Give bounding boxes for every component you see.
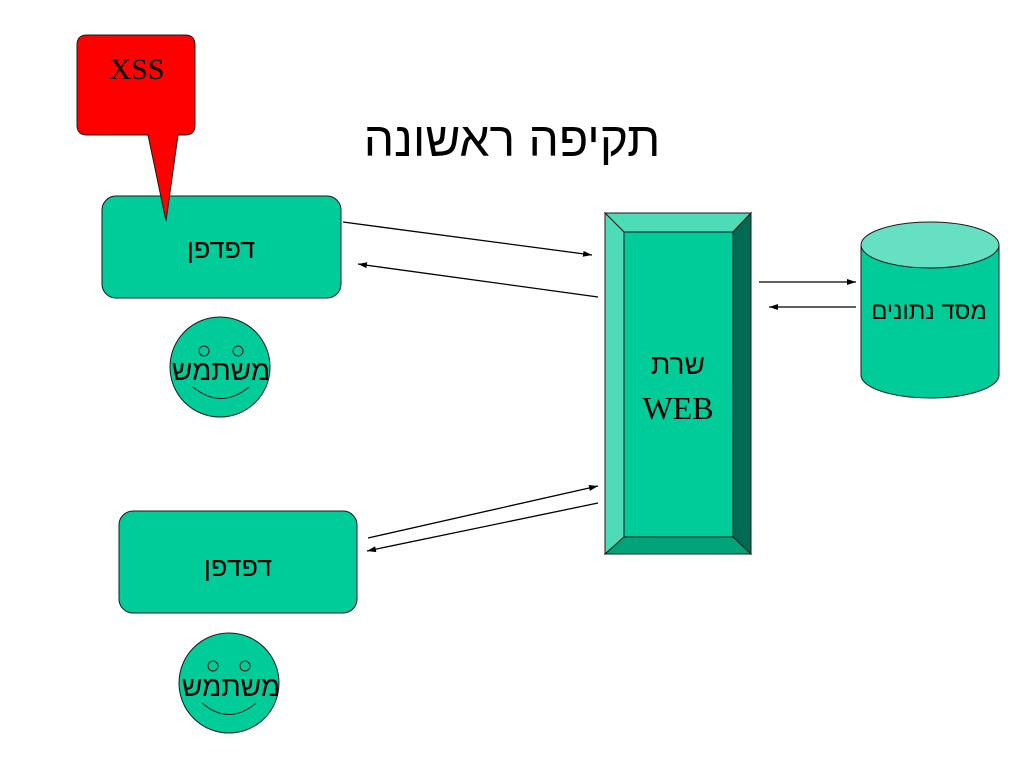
xss-callout-label: XSS <box>109 53 164 86</box>
smiley-left-eye <box>207 660 219 672</box>
browser-box-1-shape <box>101 195 342 299</box>
web-server-label-line2: WEB <box>642 390 713 426</box>
web-server: שרת WEB <box>603 211 753 556</box>
database-label: מסד נתונים <box>871 298 987 325</box>
browser-box-1-label: דפדפן <box>187 234 255 264</box>
user-1: משתמש <box>169 316 271 418</box>
arrow-browser1-to-server <box>342 221 593 257</box>
database-cylinder-icon <box>860 221 1000 399</box>
smiley-mouth <box>192 386 250 399</box>
slide-title: תקיפה ראשונה <box>364 114 660 167</box>
smiley-right-eye <box>239 660 251 672</box>
arrow-server-to-browser2 <box>366 502 599 553</box>
smiley-left-eye <box>198 345 210 357</box>
web-server-bevel-right <box>732 211 752 556</box>
web-server-label-line1: שרת <box>651 349 705 380</box>
xss-callout-shape <box>76 34 196 222</box>
user-2: משתמש <box>178 632 280 734</box>
web-server-face <box>623 231 734 538</box>
browser-box-2-label: דפדפן <box>204 552 272 582</box>
smiley-face-icon <box>169 316 271 418</box>
browser-box-2-shape <box>118 510 358 614</box>
database-cylinder-top <box>860 221 1000 269</box>
smiley-mouth <box>201 702 257 715</box>
user-1-label: משתמש <box>172 355 270 386</box>
web-server-bevel-bottom <box>603 536 753 555</box>
smiley-right-eye <box>232 345 244 357</box>
user-2-label: משתמש <box>182 671 280 702</box>
arrow-server-to-browser1 <box>357 262 599 298</box>
web-server-bevel-top <box>603 212 753 233</box>
smiley-face-icon <box>178 632 280 734</box>
database-cylinder-body <box>860 244 1000 399</box>
browser-box-2: דפדפן <box>118 510 358 614</box>
web-server-bevel-left <box>604 211 625 556</box>
arrow-browser2-to-server <box>367 485 599 539</box>
xss-callout: XSS <box>76 34 196 222</box>
browser-box-1: דפדפן <box>101 195 342 299</box>
